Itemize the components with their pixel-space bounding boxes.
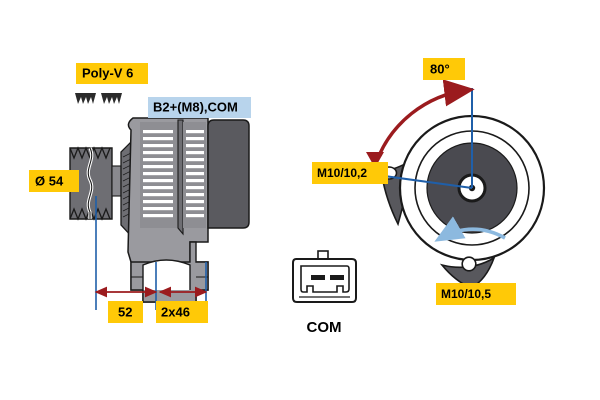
com-connector: COM: [292, 250, 357, 336]
v-rib-belt-icon: [75, 93, 122, 104]
label-poly-v-text: Poly-V 6: [82, 65, 133, 80]
foot-gap-notch: [142, 259, 191, 290]
label-pulley-diameter: Ø 54: [29, 170, 79, 192]
label-poly-v: Poly-V 6: [76, 63, 148, 84]
label-mount-lower-text: M10/10,5: [441, 287, 491, 301]
label-angle-80-bg: [423, 58, 465, 80]
angle-arc-80: [374, 79, 475, 164]
label-dim-2x46-bg: [156, 301, 208, 323]
label-pulley-diameter-text: Ø 54: [35, 173, 64, 188]
vent-slots-left: [143, 130, 173, 218]
label-terminal-text: B2+(M8),COM: [153, 99, 238, 114]
label-mount-lower: M10/10,5: [436, 283, 516, 305]
pulley-shaft-collar: [111, 165, 122, 197]
vent-slots-right: [186, 130, 204, 218]
label-dim-52: 52: [108, 301, 143, 323]
rotation-direction-arrow: [434, 216, 506, 242]
connector-pin-2: [330, 275, 344, 280]
label-dim-52-bg: [108, 301, 143, 323]
housing-center-rib: [177, 119, 184, 236]
connector-pin-1: [311, 275, 325, 280]
right-front-view: 80° M10/10,2 M10/10,5: [312, 58, 546, 305]
label-mount-lower-bg: [436, 283, 516, 305]
pulley-assembly: [69, 146, 122, 221]
pulley-break-line: [87, 147, 93, 219]
rear-end-cover: [207, 119, 250, 229]
v-rib-belt-icon-right: [101, 93, 122, 104]
label-poly-v-bg: [76, 63, 148, 84]
label-dim-2x46-text: 2x46: [161, 304, 190, 319]
label-dim-2x46: 2x46: [156, 301, 208, 323]
label-mount-upper-bg: [312, 162, 388, 184]
bolt-hole-lower: [461, 256, 477, 272]
label-mount-upper-text: M10/10,2: [317, 166, 367, 180]
label-angle-80: 80°: [423, 58, 465, 80]
connector-caption: COM: [307, 319, 342, 336]
label-mount-upper: M10/10,2: [312, 162, 388, 184]
left-side-view: Poly-V 6 B2+(M8),COM Ø 54 52 2x46: [29, 63, 251, 323]
label-dim-52-text: 52: [118, 304, 132, 319]
label-terminal-bg: [148, 97, 251, 118]
label-pulley-diameter-bg: [29, 170, 79, 192]
label-terminal: B2+(M8),COM: [148, 97, 251, 118]
v-rib-belt-icon-left: [75, 93, 96, 104]
label-angle-80-text: 80°: [430, 61, 450, 76]
angle-arc-start-arrowhead: [366, 152, 384, 168]
